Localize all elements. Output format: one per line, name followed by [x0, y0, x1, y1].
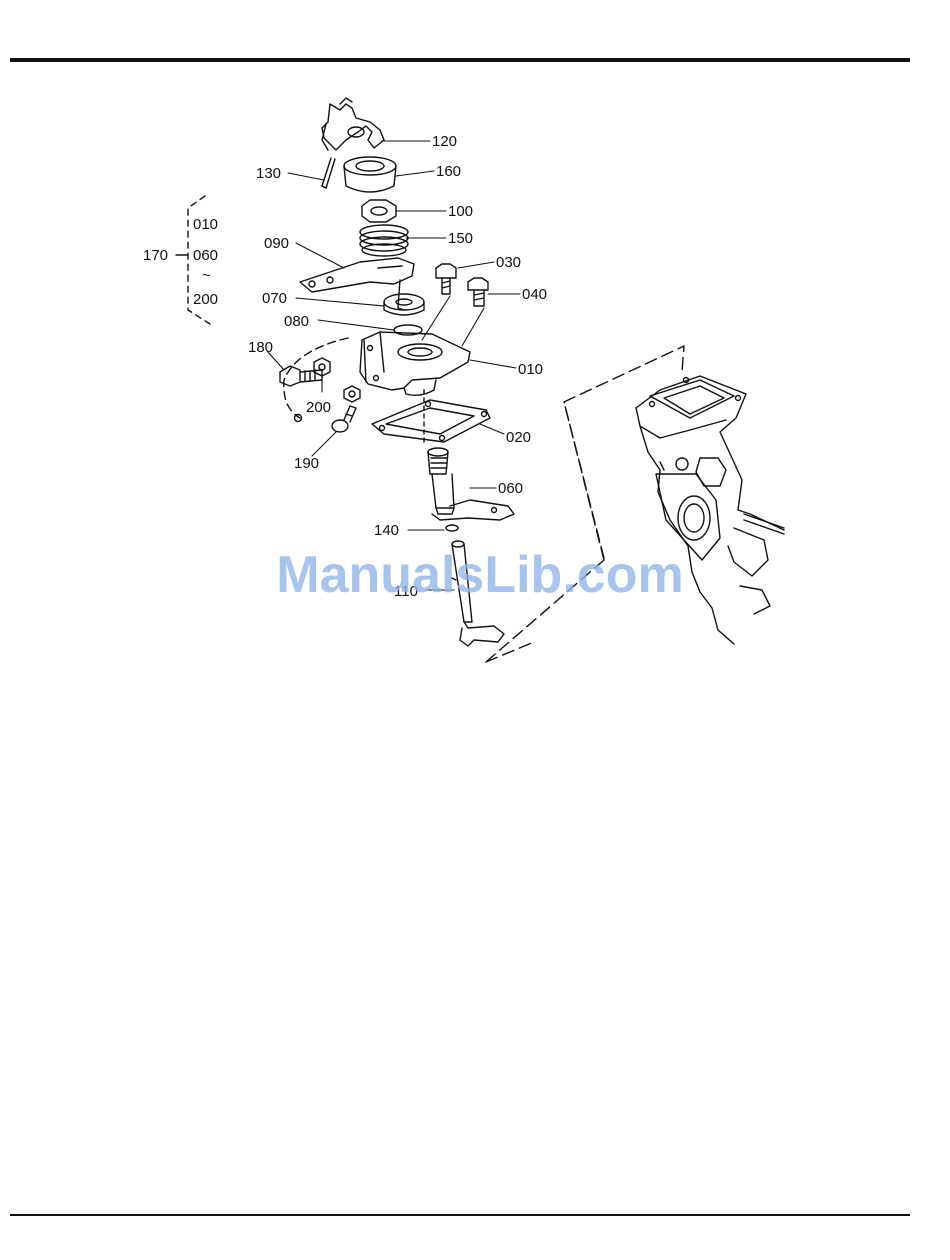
bottom-rule [10, 1214, 910, 1216]
watermark: ManualsLib.com [265, 545, 695, 605]
part-030-bolt [436, 264, 456, 294]
part-190-bolt [332, 406, 356, 432]
callout-100: 100 [448, 203, 473, 220]
callout-020: 020 [506, 429, 531, 446]
part-100-nut [362, 200, 396, 222]
callout-180: 180 [248, 339, 273, 356]
callout-200: 200 [306, 399, 331, 416]
part-180-bolt [280, 366, 322, 386]
callout-030: 030 [496, 254, 521, 271]
callout-080: 080 [284, 313, 309, 330]
callout-060: 060 [498, 480, 523, 497]
callout-190: 190 [294, 455, 319, 472]
callout-120: 120 [432, 133, 457, 150]
part-130-pin [322, 158, 335, 188]
callout-160: 160 [436, 163, 461, 180]
part-140-ring [446, 525, 458, 531]
part-040-bolt [468, 278, 488, 306]
part-150-spring [360, 225, 408, 256]
callout-140: 140 [374, 522, 399, 539]
callout-010: 010 [518, 361, 543, 378]
group-item-3: ~ [202, 267, 211, 284]
callout-040: 040 [522, 286, 547, 303]
part-090-lever-arm [300, 258, 414, 310]
group-item-4: 200 [193, 291, 218, 308]
part-010-housing [360, 332, 470, 395]
callout-090: 090 [264, 235, 289, 252]
group-item-1: 010 [193, 216, 218, 233]
mounting-outline [486, 346, 684, 662]
callout-070: 070 [262, 290, 287, 307]
part-020-gasket [372, 400, 490, 442]
group-item-2: 060 [193, 247, 218, 264]
part-070-seal [384, 294, 424, 315]
callout-130: 130 [256, 165, 281, 182]
part-200-screw [344, 386, 360, 402]
part-160-collar [344, 157, 396, 192]
part-120-lever [322, 98, 384, 150]
callout-150: 150 [448, 230, 473, 247]
group-label: 170 [143, 247, 168, 264]
